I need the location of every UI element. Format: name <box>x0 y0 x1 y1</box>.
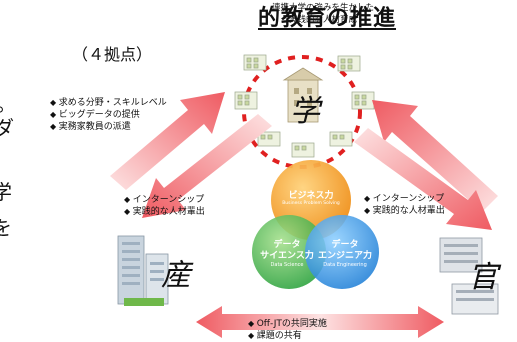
venn-business-label: ビジネス力 <box>288 191 334 201</box>
venn-data-engineering-circle <box>305 215 379 289</box>
industry-bullets: インターンシップ 実践的な人材輩出 <box>124 194 205 218</box>
venn-data-engineering-text: データ エンジニア力 Data Engineering <box>314 240 376 268</box>
government-building-icon <box>439 237 499 315</box>
left-fragment-4: を <box>0 216 12 240</box>
industry-bullet-1: インターンシップ <box>124 194 205 206</box>
industry-building-icon <box>117 235 169 306</box>
page-subtitle: （４拠点） <box>72 45 153 64</box>
industry-bullet-2: 実践的な人材輩出 <box>124 206 205 218</box>
venn-data-science-label-1: データ <box>273 240 301 250</box>
top-caption: 連携大学の強みを生かした 実践的な人材育成 <box>263 2 383 26</box>
industry-label: 産 <box>161 258 191 293</box>
venn-data-science-label-2: サイエンス力 <box>260 251 314 261</box>
left-fragment-2: ダ <box>0 116 14 140</box>
satellite-building-icons <box>234 54 375 158</box>
venn-data-science-sub: Data Science <box>270 262 304 268</box>
government-bullet-1: インターンシップ <box>364 193 445 205</box>
government-bullets: インターンシップ 実践的な人材輩出 <box>364 193 445 217</box>
university-bullets: 求める分野・スキルレベル ビッグデータの提供 実務家教員の派遣 <box>50 97 167 133</box>
page-title: 的教育の推進 <box>258 6 397 31</box>
venn-business-sub: Business Problem Solving <box>282 201 340 206</box>
university-building-icon <box>282 67 324 123</box>
bottom-bullet-1: Off-JTの共同実施 <box>248 318 327 330</box>
arrow-government-to-university <box>372 100 498 212</box>
arrow-industry-to-university <box>110 92 225 190</box>
university-bullet-3: 実務家教員の派遣 <box>50 121 167 133</box>
caption-line-1: 連携大学の強みを生かした <box>271 3 374 13</box>
government-label: 官 <box>468 260 498 295</box>
left-fragment-1: 。 <box>0 88 16 117</box>
government-bullet-2: 実践的な人材輩出 <box>364 205 445 217</box>
caption-line-2: 実践的な人材育成 <box>288 15 357 25</box>
bottom-bullets: Off-JTの共同実施 課題の共有 <box>248 318 327 342</box>
venn-data-engineering-label-2: エンジニア力 <box>317 251 372 261</box>
venn-data-science-circle <box>252 215 326 289</box>
venn-data-engineering-sub: Data Engineering <box>323 262 367 268</box>
venn-data-engineering-label-1: データ <box>331 240 359 250</box>
venn-business-text: ビジネス力 Business Problem Solving <box>281 188 341 206</box>
left-fragment-3: 学 <box>0 180 12 204</box>
arrow-university-to-industry <box>142 114 272 218</box>
bottom-bullet-2: 課題の共有 <box>248 330 327 342</box>
arrow-university-to-government <box>354 128 492 230</box>
university-label: 学 <box>290 94 320 129</box>
venn-data-science-text: データ サイエンス力 Data Science <box>256 240 318 268</box>
university-bullet-1: 求める分野・スキルレベル <box>50 97 167 109</box>
university-bullet-2: ビッグデータの提供 <box>50 109 167 121</box>
